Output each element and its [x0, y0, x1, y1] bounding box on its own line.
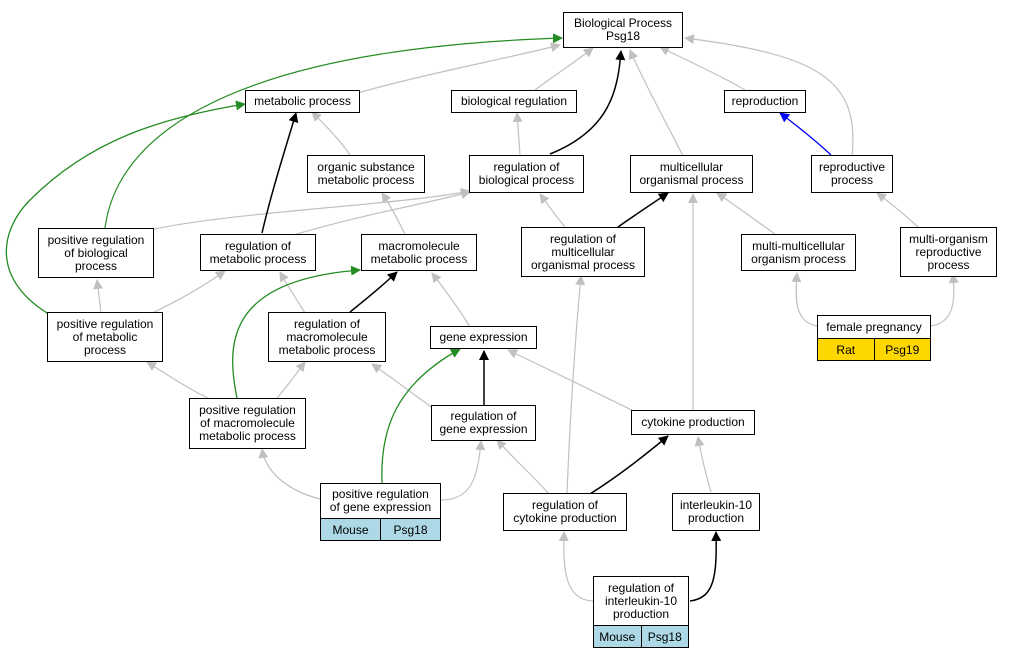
node-regulation-of-biological-process[interactable]: regulation of biological process [469, 155, 584, 193]
edge-regmacro-regmet [279, 271, 306, 314]
node-gene-expression[interactable]: gene expression [430, 326, 537, 349]
edge-posregmacro-macromol [232, 265, 361, 399]
node-multicellular-organismal-process[interactable]: multicellular organismal process [630, 155, 753, 193]
node-cytokine-production[interactable]: cytokine production [631, 410, 755, 435]
node-positive-regulation-of-metabolic-process[interactable]: positive regulation of metabolic process [47, 312, 163, 362]
node-multi-multicellular-organism-process[interactable]: multi-multicellular organism process [741, 234, 856, 271]
gene-tag: Psg18 [640, 626, 688, 647]
edge-regil10-regcyto [558, 531, 594, 602]
node-macromolecule-metabolic-process[interactable]: macromolecule metabolic process [361, 234, 477, 271]
edge-regbio-root [549, 50, 626, 155]
edge-bioreg-root [534, 47, 594, 91]
edge-regcyto-regmulti [566, 275, 586, 494]
tag-row-regulation-of-interleukin-10-production: Mouse Psg18 [593, 625, 689, 648]
node-biological-regulation[interactable]: biological regulation [451, 90, 577, 113]
edge-reproproc-reproduction [779, 112, 832, 156]
edge-posreggene-reggene [440, 440, 486, 501]
gene-tag: Psg19 [873, 339, 930, 360]
edge-macromol-organic [381, 192, 406, 235]
edge-posregmet-posregbio [93, 279, 104, 314]
edge-posreggene-geneexp [381, 348, 461, 484]
edge-posregmet-metabolic [5, 100, 246, 317]
edge-regbio-bioreg [512, 112, 523, 156]
gene-tag: Psg18 [380, 519, 440, 540]
edge-posreggene-posregmacro [258, 448, 321, 500]
edge-multiorg-reproproc [876, 192, 919, 228]
edge-pregnancy-multimulti [791, 272, 818, 327]
tag-row-positive-regulation-of-gene-expression: Mouse Psg18 [320, 518, 441, 541]
node-female-pregnancy[interactable]: female pregnancy [817, 315, 931, 339]
node-reproductive-process[interactable]: reproductive process [811, 155, 893, 193]
edge-geneexp-macromol [431, 272, 471, 328]
edge-il10-cytokine [694, 436, 712, 493]
edge-reproproc-root [684, 34, 854, 158]
edge-organic-metabolic [311, 111, 351, 156]
edge-posregmacro-regmacro [274, 361, 306, 401]
edge-metabolic-root [357, 42, 561, 94]
node-metabolic-process[interactable]: metabolic process [245, 90, 360, 113]
edge-regmacro-macromol [349, 271, 398, 313]
edge-posregbio-root [104, 33, 563, 229]
edge-regmulti-multicell [617, 192, 669, 228]
edge-posregmacro-posregmet [146, 361, 211, 400]
node-regulation-of-multicellular-organismal-process[interactable]: regulation of multicellular organismal p… [521, 227, 645, 277]
node-regulation-of-macromolecule-metabolic-process[interactable]: regulation of macromolecule metabolic pr… [268, 312, 386, 362]
edge-cytokine-geneexp [507, 349, 641, 415]
edge-multimulti-multicell [716, 192, 776, 235]
edge-posregbio-regbio [149, 187, 471, 231]
organism-tag: Rat [818, 339, 874, 360]
node-positive-regulation-of-macromolecule-metabolic-process[interactable]: positive regulation of macromolecule met… [189, 398, 306, 449]
node-reproduction[interactable]: reproduction [724, 90, 806, 113]
edge-regmet-regbio [289, 189, 471, 237]
edge-regcyto-reggene [496, 439, 549, 494]
node-regulation-of-gene-expression[interactable]: regulation of gene expression [431, 405, 536, 441]
edge-multicell-root [628, 49, 684, 157]
edge-pregnancy-multiorg [930, 273, 959, 327]
edge-reproduction-root [659, 46, 746, 91]
node-regulation-of-metabolic-process[interactable]: regulation of metabolic process [200, 234, 316, 271]
node-regulation-of-interleukin-10-production[interactable]: regulation of interleukin-10 production [593, 576, 689, 626]
node-interleukin-10-production[interactable]: interleukin-10 production [672, 493, 760, 531]
edge-reggene-regmacro [371, 363, 436, 411]
edge-regcyto-cytokine [589, 435, 669, 495]
node-multi-organism-reproductive-process[interactable]: multi-organism reproductive process [900, 227, 997, 277]
edge-posregmet-regmet [149, 270, 226, 315]
node-positive-regulation-of-gene-expression[interactable]: positive regulation of gene expression [320, 483, 441, 519]
node-positive-regulation-of-biological-process[interactable]: positive regulation of biological proces… [38, 228, 154, 278]
edge-regmulti-regbio [539, 193, 566, 228]
edge-regil10-il10 [689, 531, 722, 602]
organism-tag: Mouse [321, 519, 380, 540]
node-organic-substance-metabolic-process[interactable]: organic substance metabolic process [307, 155, 425, 193]
tag-row-female-pregnancy: Rat Psg19 [817, 338, 931, 361]
node-biological-process-root[interactable]: Biological Process Psg18 [563, 12, 683, 48]
organism-tag: Mouse [594, 626, 641, 647]
node-regulation-of-cytokine-production[interactable]: regulation of cytokine production [503, 493, 627, 531]
edge-regmet-metabolic [261, 112, 299, 234]
